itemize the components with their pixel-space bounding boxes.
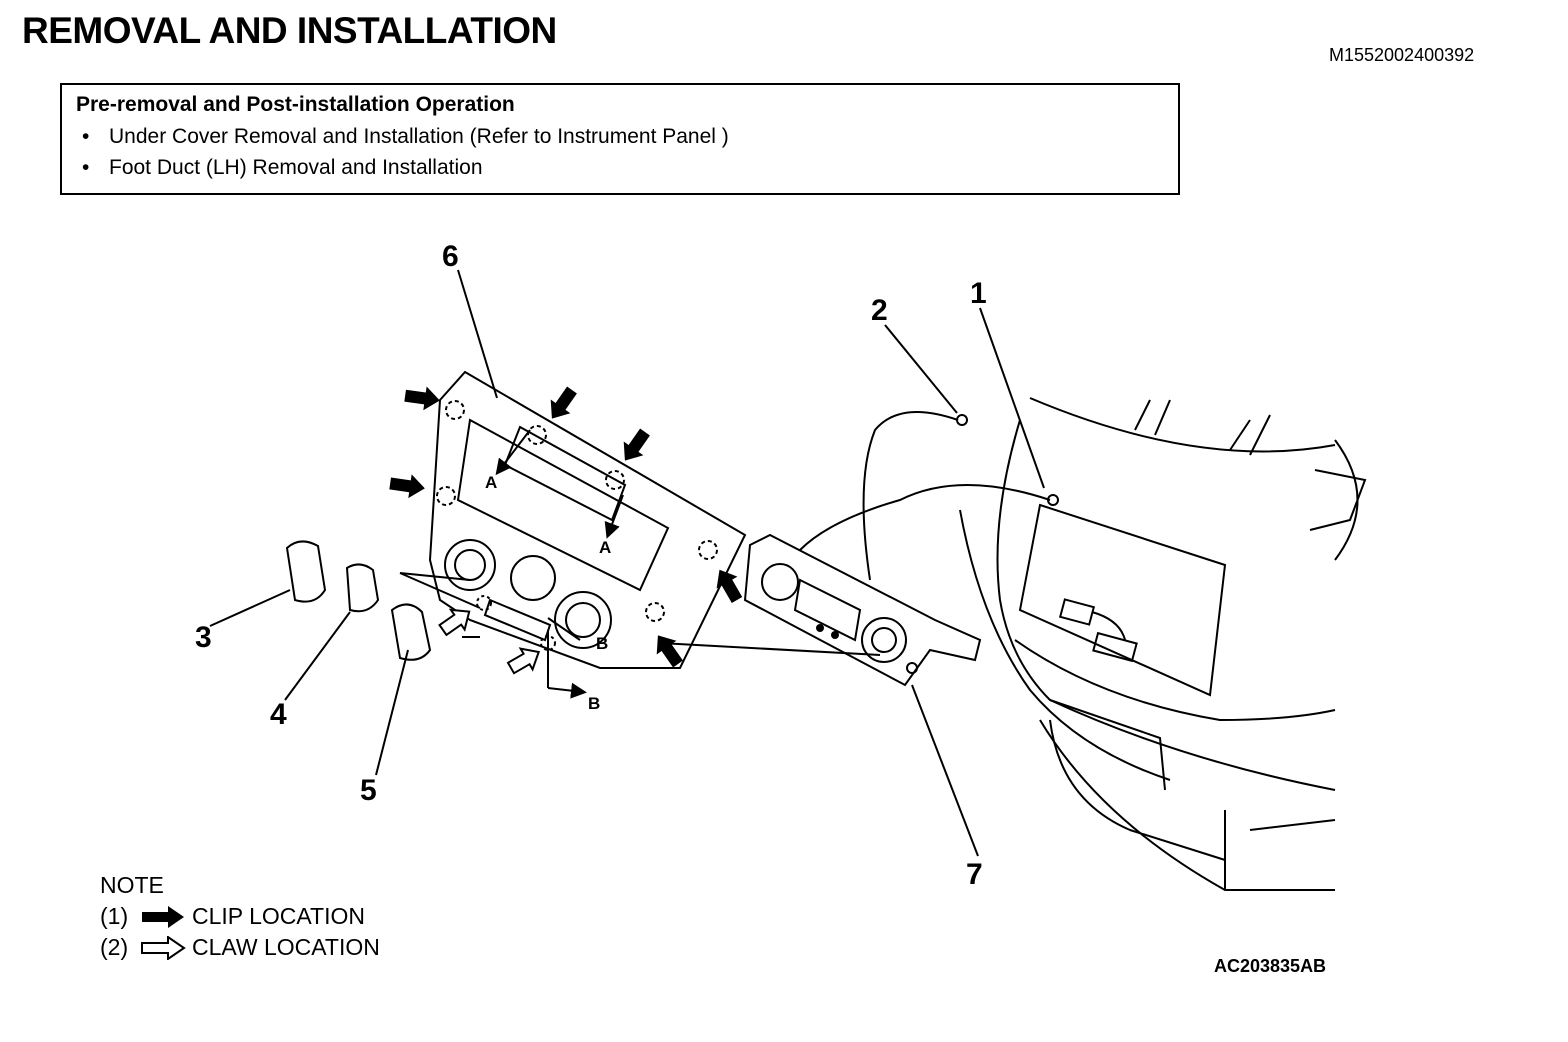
pre-operation-box: Pre-removal and Post-installation Operat…: [60, 83, 1180, 195]
pre-operation-item: Foot Duct (LH) Removal and Installation: [76, 152, 1164, 183]
pre-operation-heading: Pre-removal and Post-installation Operat…: [76, 93, 515, 116]
callout-6: 6: [442, 240, 459, 273]
leader-lines: [209, 269, 1045, 857]
note-item-clip: (1) CLIP LOCATION: [100, 903, 365, 929]
front-panel: [428, 370, 747, 669]
clip-arrow-icon: [656, 635, 683, 668]
knob-5-icon: [390, 603, 432, 661]
note-item-claw: (2) CLAW LOCATION: [100, 934, 380, 960]
clip-arrow-icon: [623, 428, 650, 461]
ref-letter-a: A: [599, 538, 611, 557]
dashboard-illustration: [959, 397, 1367, 891]
clip-arrow-icon: [404, 386, 440, 411]
knob-4-icon: [345, 563, 380, 613]
clip-arrow-icon: [550, 386, 577, 419]
ref-letter-b: B: [596, 634, 608, 653]
clip-arrows: [389, 386, 743, 668]
callout-5: 5: [360, 774, 377, 807]
ref-letter-b: B: [588, 694, 600, 713]
figure-id: AC203835AB: [1214, 956, 1327, 976]
note-legend: NOTE (1) CLIP LOCATION (2) CLAW LOCATION: [100, 870, 380, 963]
claw-arrows: [438, 608, 541, 675]
callout-1: 1: [970, 277, 987, 310]
pre-operation-list: Under Cover Removal and Installation (Re…: [76, 121, 1164, 183]
heater-control-assembly: [743, 533, 982, 687]
claw-arrow-icon: [506, 647, 541, 675]
document-id: M1552002400392: [1329, 45, 1475, 65]
control-cables: [799, 411, 1059, 581]
callout-7: 7: [966, 858, 983, 891]
note-heading: NOTE: [100, 872, 164, 898]
cable-end-icon: [956, 414, 968, 426]
knob-3-icon: [285, 540, 327, 603]
callout-4: 4: [270, 698, 287, 731]
knobs: [285, 540, 432, 661]
outline-arrow-icon: [141, 935, 186, 960]
callout-3: 3: [195, 621, 212, 654]
clip-arrow-icon: [716, 569, 743, 603]
claw-arrow-icon: [438, 608, 471, 637]
solid-arrow-icon: [142, 905, 184, 928]
callout-2: 2: [871, 294, 888, 327]
pre-operation-item: Under Cover Removal and Installation (Re…: [76, 121, 1164, 152]
cable-end-icon: [1047, 494, 1059, 506]
ref-letter-a: A: [485, 473, 497, 492]
clip-arrow-icon: [389, 474, 425, 499]
page-title: REMOVAL AND INSTALLATION: [22, 10, 557, 51]
